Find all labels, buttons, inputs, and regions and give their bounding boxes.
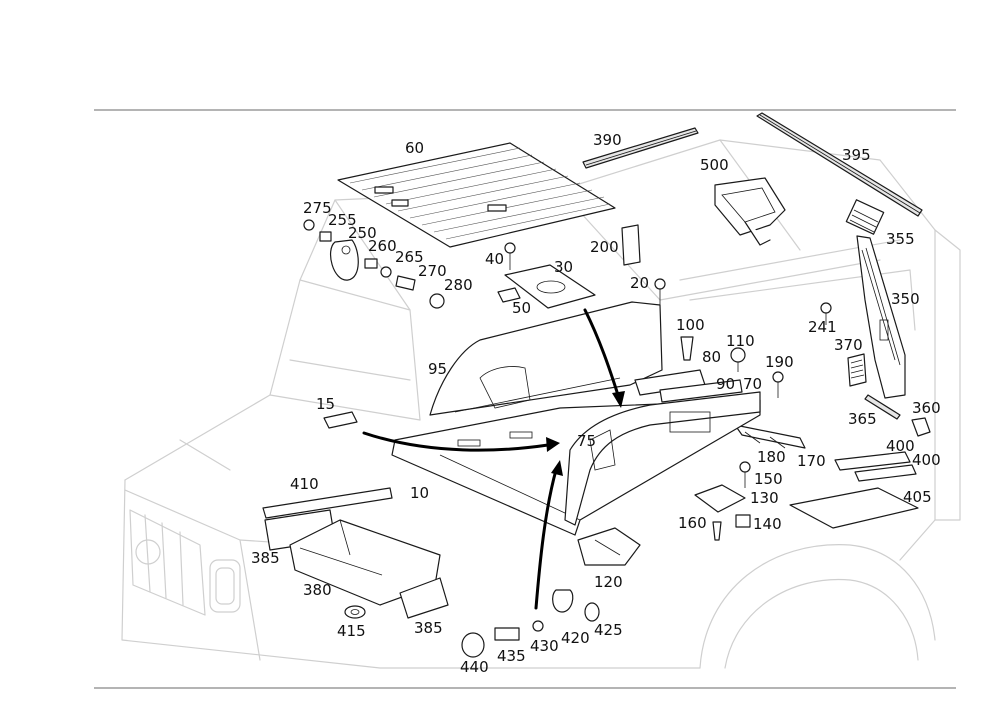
- part-410-strip: [262, 487, 393, 519]
- callout-190: 190: [765, 353, 794, 371]
- part-395-trim-strip: [756, 112, 923, 217]
- callout-275: 275: [303, 199, 332, 217]
- callout-500: 500: [700, 156, 729, 174]
- callout-120: 120: [594, 573, 623, 591]
- part-350-side-panel: [856, 235, 906, 399]
- part-360-clip: [911, 417, 931, 437]
- part-190-screw: [772, 371, 784, 398]
- callout-50: 50: [512, 299, 531, 317]
- callout-241: 241: [808, 318, 837, 336]
- part-40-screw: [504, 242, 516, 270]
- part-140-nut: [735, 514, 751, 528]
- part-110-clip: [730, 347, 746, 372]
- callout-60: 60: [405, 139, 424, 157]
- callout-130: 130: [750, 489, 779, 507]
- callout-40: 40: [485, 250, 504, 268]
- callout-370: 370: [834, 336, 863, 354]
- callout-95: 95: [428, 360, 447, 378]
- callout-75: 75: [577, 432, 596, 450]
- part-160-clip: [712, 521, 722, 541]
- callout-150: 150: [754, 470, 783, 488]
- callout-405: 405: [903, 488, 932, 506]
- part-500-bracket: [714, 177, 786, 246]
- part-50-clip: [497, 287, 521, 303]
- callout-170: 170: [797, 452, 826, 470]
- part-130-cover: [694, 484, 746, 513]
- callout-400b: 400: [912, 451, 941, 469]
- assembly-arrows: [362, 308, 625, 610]
- callout-270: 270: [418, 262, 447, 280]
- part-100-plug: [680, 336, 694, 361]
- callout-265: 265: [395, 248, 424, 266]
- callout-100: 100: [676, 316, 705, 334]
- callout-10: 10: [410, 484, 429, 502]
- callout-140: 140: [753, 515, 782, 533]
- callout-435: 435: [497, 647, 526, 665]
- callout-390: 390: [593, 131, 622, 149]
- part-365-strip: [864, 394, 901, 420]
- callout-160: 160: [678, 514, 707, 532]
- callout-350: 350: [891, 290, 920, 308]
- part-241-screw: [820, 302, 832, 325]
- callout-15: 15: [316, 395, 335, 413]
- callout-250: 250: [348, 224, 377, 242]
- callout-255: 255: [328, 211, 357, 229]
- callout-380: 380: [303, 581, 332, 599]
- callout-labels: 60 390 500 395 355 275 255 250 260 265 2…: [251, 131, 941, 676]
- tie-down-lower: [461, 589, 600, 658]
- callout-400a: 400: [886, 437, 915, 455]
- callout-110: 110: [726, 332, 755, 350]
- part-200-holder: [621, 224, 641, 266]
- callout-90: 90: [716, 375, 735, 393]
- part-20-screw: [654, 278, 666, 306]
- callout-280: 280: [444, 276, 473, 294]
- callout-80: 80: [702, 348, 721, 366]
- callout-415: 415: [337, 622, 366, 640]
- part-390-trim-strip: [582, 127, 699, 169]
- callout-365: 365: [848, 410, 877, 428]
- part-30-cover-plate: [504, 264, 596, 309]
- callout-425: 425: [594, 621, 623, 639]
- part-150-screw: [739, 461, 751, 488]
- part-95-side-panel: [429, 301, 663, 416]
- part-355-vent: [845, 199, 885, 235]
- part-75-wheel-housing: [564, 391, 761, 526]
- callout-410: 410: [290, 475, 319, 493]
- callout-420: 420: [561, 629, 590, 647]
- callout-260: 260: [368, 237, 397, 255]
- part-400-pad-b: [854, 464, 917, 482]
- callout-355: 355: [886, 230, 915, 248]
- callout-20: 20: [630, 274, 649, 292]
- part-370-vent-grille: [847, 353, 867, 387]
- callout-70: 70: [743, 375, 762, 393]
- callout-200: 200: [590, 238, 619, 256]
- callout-430: 430: [530, 637, 559, 655]
- part-405-mat: [789, 487, 919, 529]
- callout-30: 30: [554, 258, 573, 276]
- callout-440: 440: [460, 658, 489, 676]
- part-170-bracket: [734, 424, 806, 449]
- callout-360: 360: [912, 399, 941, 417]
- part-415-washer: [344, 605, 366, 619]
- callout-395: 395: [842, 146, 871, 164]
- part-120-bracket: [577, 527, 641, 566]
- tie-down-upper: [303, 219, 445, 309]
- callout-385b: 385: [414, 619, 443, 637]
- part-15-pad: [323, 411, 358, 429]
- part-385-panel-b: [399, 577, 449, 619]
- part-400-pad-a: [834, 451, 911, 471]
- part-90-panel: [659, 379, 743, 403]
- callout-180: 180: [757, 448, 786, 466]
- callout-385a: 385: [251, 549, 280, 567]
- part-60-cargo-mat: [337, 142, 616, 248]
